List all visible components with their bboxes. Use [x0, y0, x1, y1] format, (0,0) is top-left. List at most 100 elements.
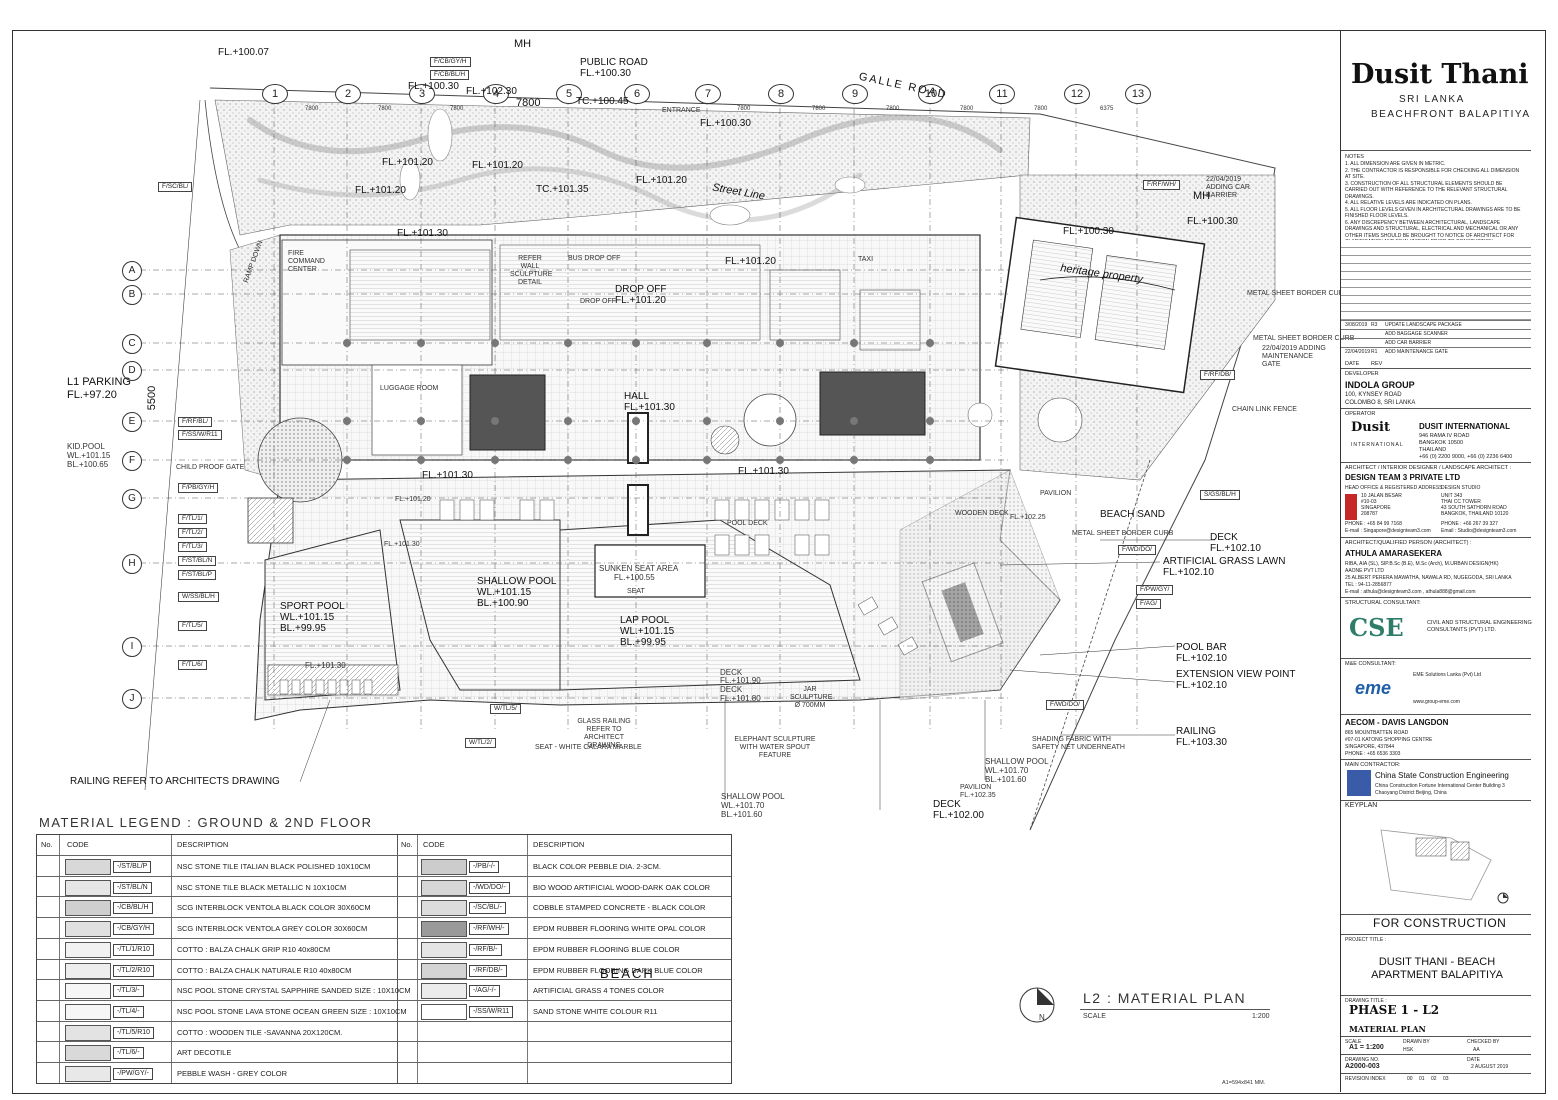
shallow-pool-label: SHALLOW POOL: [477, 576, 557, 587]
col-dim: 7800: [305, 106, 319, 112]
revision-rev: R1: [1371, 349, 1378, 355]
hall-label: HALL: [624, 391, 650, 402]
material-tag: F/PW/GY/: [1136, 585, 1174, 595]
metal-sheet-label: METAL SHEET BORDER CURB: [1253, 335, 1355, 342]
level-label: FL.+101.30: [624, 402, 675, 413]
metal-sheet-label: METAL SHEET BORDER CURB: [1247, 290, 1349, 297]
legend-row: -/TL/6/-ART DECOTILE: [37, 1041, 731, 1063]
material-tag: F/ST/BL/N: [178, 556, 217, 566]
architect-phone: PHONE : +66 267 39 327: [1441, 521, 1498, 527]
developer-label: DEVELOPER: [1345, 371, 1379, 377]
legend-swatch: [65, 941, 111, 958]
brand-location: BEACHFRONT BALAPITIYA: [1371, 109, 1531, 120]
extension-view-label: EXTENSION VIEW POINT: [1176, 669, 1296, 680]
material-tag: W/SS/BL/H: [178, 592, 219, 602]
shading-label: SHADING FABRIC WITH SAFETY NET UNDERNEAT…: [1032, 736, 1125, 751]
level-label: FL.+97.20: [67, 389, 117, 401]
material-tag: F/RF/WH/: [1143, 180, 1180, 190]
grid-row-h: H: [122, 554, 142, 574]
legend-swatch: [65, 1045, 111, 1062]
legend-desc: SCG INTERBLOCK VENTOLA BLACK COLOR 30X60…: [177, 903, 371, 913]
structural-name: CIVIL AND STRUCTURAL ENGINEERING: [1427, 620, 1532, 626]
drawing-title-label: DRAWING TITLE :: [1345, 998, 1387, 1004]
architect-head: SINGAPORE: [1361, 505, 1391, 511]
grid-row-d: D: [122, 361, 142, 381]
revision-rev: R3: [1371, 322, 1378, 328]
revision-index: 01: [1419, 1076, 1425, 1082]
material-tag: S/GS/BL/H: [1200, 490, 1240, 500]
revision-desc: ADD CAR BARRIER: [1385, 340, 1432, 346]
col-dim: 6375: [1100, 106, 1114, 112]
legend-row: -/TL/4/-NSC POOL STONE LAVA STONE OCEAN …: [37, 999, 731, 1022]
level-label: FL.+101.20: [472, 160, 523, 171]
level-label: FL.+101.20: [615, 295, 666, 306]
material-tag: F/AG/: [1136, 599, 1161, 609]
level-label: FL.+100.30: [700, 118, 751, 129]
notes-title: NOTES: [1345, 154, 1364, 160]
level-label: FL.+102.10: [1210, 543, 1261, 554]
mh-label: MH: [514, 38, 532, 50]
public-road-label: PUBLIC ROAD: [580, 57, 648, 68]
kid-pool-label: KID.POOL: [67, 442, 105, 451]
level-label: FL.+100.30: [408, 81, 459, 92]
material-tag: W/TL/2/: [465, 738, 496, 748]
level-label: FL.+102.00: [933, 810, 984, 821]
seat-marble-label: SEAT - WHITE CALARA MARBLE: [535, 744, 642, 751]
level-label: BL.+99.95: [280, 623, 326, 634]
material-tag: F/WD/DO/: [1118, 545, 1156, 555]
legend-code: -/SC/BL/-: [469, 902, 506, 915]
wooden-deck-label: WOODEN DECK: [955, 510, 1009, 517]
level-label: TC.+100.45: [576, 96, 629, 107]
legend-code: -/WD/DO/-: [469, 881, 510, 894]
operator-addr: BANGKOK 10500: [1419, 440, 1464, 446]
elephant-label: ELEPHANT SCULPTURE WITH WATER SPOUT FEAT…: [734, 736, 816, 759]
contractor-addr: China Construction Fortune International…: [1375, 783, 1505, 789]
date-label: DATE: [1467, 1057, 1480, 1063]
design-team-logo: [1345, 494, 1357, 520]
plan-title: L2 : MATERIAL PLAN: [1083, 990, 1247, 1006]
level-label: FL.+101.30: [305, 661, 346, 670]
level-label: FL.+101.80: [720, 694, 761, 703]
operator-logo-sub: INTERNATIONAL: [1351, 442, 1404, 448]
material-tag: F/RF/DB/: [1200, 370, 1236, 380]
drawing-no-label: DRAWING NO.: [1345, 1057, 1380, 1063]
child-gate-label: CHILD PROOF GATE: [176, 464, 245, 471]
material-tag: F/RF/BL/: [178, 417, 213, 427]
legend-swatch: [421, 859, 467, 875]
deck-label: DECK: [720, 685, 743, 694]
legend-swatch: [65, 962, 111, 979]
contractor-name: China State Construction Engineering: [1375, 771, 1509, 780]
legend-desc: COTTO : BALZA CHALK GRIP R10 40x80CM: [177, 944, 331, 954]
operator-addr: 946 RAMA IV ROAD: [1419, 433, 1470, 439]
legend-desc: COBBLE STAMPED CONCRETE - BLACK COLOR: [533, 903, 706, 913]
legend-code: -/AG/-/-: [469, 985, 500, 998]
checked-by: AA: [1473, 1047, 1480, 1053]
grid-col-2: 2: [335, 84, 361, 104]
level-label: BL.+100.65: [67, 460, 109, 469]
level-label: FL.+100.55: [614, 573, 655, 582]
level-label: FL.+101.30: [422, 470, 473, 481]
architect-label: ARCHITECT / INTERIOR DESIGNER / LANDSCAP…: [1345, 465, 1512, 471]
revision-date: 22/04/2019: [1345, 349, 1371, 355]
structural-logo: CSE: [1349, 613, 1404, 642]
level-label: FL.+101.20: [725, 256, 776, 267]
developer-addr1: 100, KYNSEY ROAD: [1345, 392, 1402, 398]
qs-addr: 865 MOUNTBATTEN ROAD: [1345, 730, 1409, 736]
seat-label: SEAT: [627, 588, 645, 595]
legend-desc: NSC STONE TILE BLACK METALLIC N 10X10CM: [177, 882, 347, 892]
mne-web: www.group-eme.com: [1413, 699, 1460, 705]
operator-label: OPERATOR: [1345, 411, 1376, 417]
room-label: LUGGAGE ROOM: [380, 385, 439, 392]
grid-col-9: 9: [842, 84, 868, 104]
level-label: FL.+102.10: [1176, 680, 1227, 691]
mh-label: MH: [1193, 190, 1211, 202]
room-label: FIRE COMMAND CENTER: [288, 250, 325, 273]
project-title-label: PROJECT TITLE :: [1345, 937, 1386, 943]
note-line: 5. ALL FLOOR LEVELS GIVEN IN ARCHITECTUR…: [1345, 206, 1521, 220]
material-tag: F/SS/W/R11: [178, 430, 222, 440]
qs-phone: PHONE : +65 6536 3303: [1345, 751, 1401, 757]
